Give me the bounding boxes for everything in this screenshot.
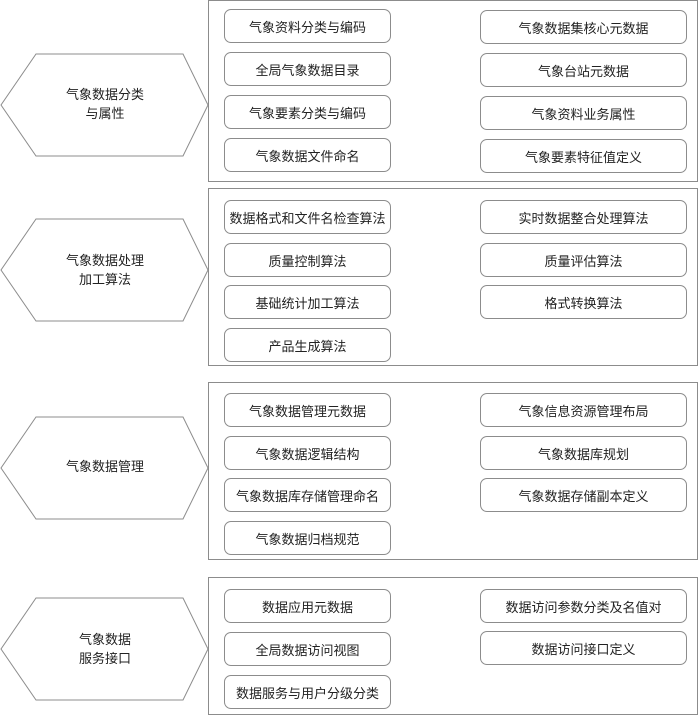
item-box: 气象数据库存储管理命名	[224, 478, 391, 512]
item-box: 气象数据集核心元数据	[480, 10, 687, 44]
item-box: 数据访问参数分类及名值对	[480, 589, 687, 623]
item-box: 实时数据整合处理算法	[480, 200, 687, 234]
hexagon-shape	[0, 416, 209, 520]
group-title: 气象数据管理	[25, 458, 185, 477]
item-box: 基础统计加工算法	[224, 285, 391, 319]
item-box: 格式转换算法	[480, 285, 687, 319]
item-box: 气象数据逻辑结构	[224, 436, 391, 470]
item-box: 气象要素分类与编码	[224, 95, 391, 129]
item-box: 气象数据管理元数据	[224, 393, 391, 427]
group-title-line: 气象数据处理	[65, 254, 144, 269]
item-box: 气象资料分类与编码	[224, 9, 391, 43]
item-box: 产品生成算法	[224, 328, 391, 362]
item-box: 气象数据归档规范	[224, 521, 391, 555]
item-box: 质量评估算法	[480, 243, 687, 277]
item-box: 质量控制算法	[224, 243, 391, 277]
item-box: 数据服务与用户分级分类	[224, 675, 391, 709]
item-box: 气象资料业务属性	[480, 96, 687, 130]
group-title-line: 与属性	[85, 107, 125, 122]
item-box: 气象数据文件命名	[224, 138, 391, 172]
item-box: 数据格式和文件名检查算法	[224, 200, 391, 234]
item-box: 数据应用元数据	[224, 589, 391, 623]
group-title: 气象数据 服务接口	[25, 631, 185, 669]
group-title-line: 气象数据	[78, 633, 131, 648]
group-title: 气象数据分类 与属性	[25, 86, 185, 124]
item-box: 气象要素特征值定义	[480, 139, 687, 173]
item-box: 数据访问接口定义	[480, 631, 687, 665]
group-title-line: 加工算法	[78, 273, 131, 288]
group-title-line: 气象数据管理	[65, 460, 144, 475]
item-box: 气象台站元数据	[480, 53, 687, 87]
item-box: 全局气象数据目录	[224, 52, 391, 86]
item-box: 气象信息资源管理布局	[480, 393, 687, 427]
hexagon-shape	[0, 597, 209, 701]
item-box: 全局数据访问视图	[224, 632, 391, 666]
group-title-line: 气象数据分类	[65, 88, 144, 103]
group-title-line: 服务接口	[78, 652, 131, 667]
item-box: 气象数据存储副本定义	[480, 478, 687, 512]
hexagon-shape	[0, 218, 209, 322]
item-box: 气象数据库规划	[480, 436, 687, 470]
hexagon-shape	[0, 53, 209, 157]
group-title: 气象数据处理 加工算法	[25, 252, 185, 290]
